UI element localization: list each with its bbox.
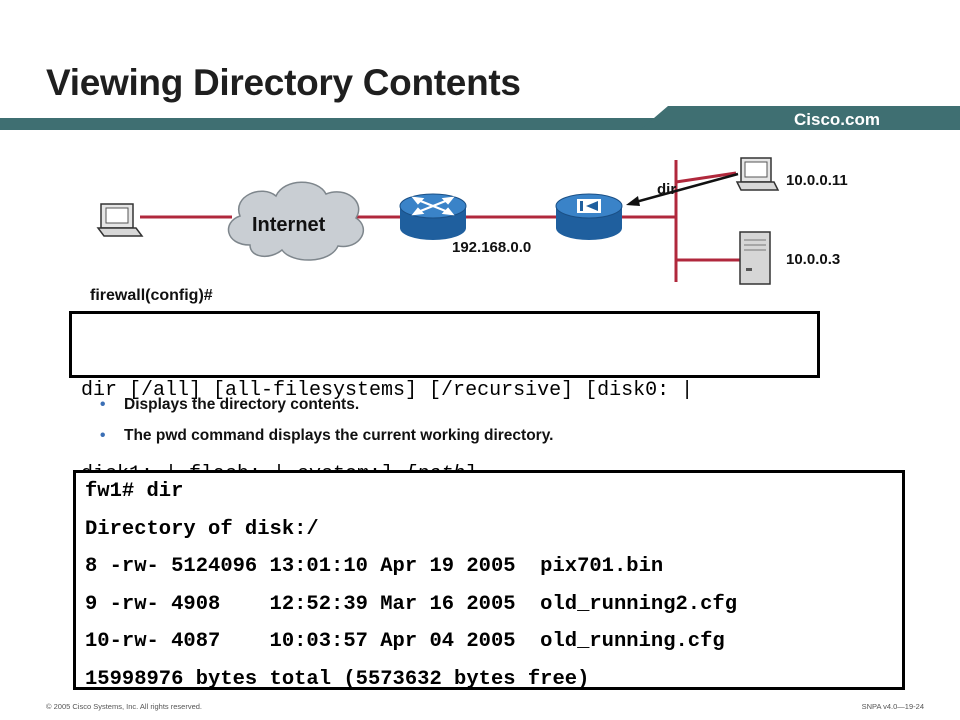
internet-cloud-icon [227, 181, 365, 261]
command-output-box: fw1# dir Directory of disk:/ 8 -rw- 5124… [73, 470, 905, 691]
router-icon [399, 193, 467, 240]
network-address-label: 192.168.0.0 [452, 239, 531, 256]
syntax-line-1: dir [/all] [all-filesystems] [/recursive… [81, 379, 694, 402]
output-line: 15998976 bytes total (5573632 bytes free… [85, 667, 590, 691]
output-line: fw1# dir [85, 480, 184, 503]
firewall-icon [555, 193, 623, 240]
bullet-icon: • [100, 396, 106, 413]
output-line: 9 -rw- 4908 12:52:39 Mar 16 2005 old_run… [85, 592, 738, 616]
title-banner [0, 106, 960, 130]
cloud-label: Internet [252, 214, 326, 236]
host-top-ip: 10.0.0.11 [786, 172, 848, 189]
host-bottom-ip: 10.0.0.3 [786, 251, 840, 268]
output-line: 10-rw- 4087 10:03:57 Apr 04 2005 old_run… [85, 630, 725, 653]
workstation-icon [96, 203, 144, 237]
bullet-icon: • [100, 427, 106, 444]
network-diagram: Internet 192.168.0.0 dir 10.0.0.11 [96, 157, 848, 285]
bullet-item: • Displays the directory contents. [100, 395, 554, 415]
output-line: 8 -rw- 5124096 13:01:10 Apr 19 2005 pix7… [85, 555, 664, 578]
network-links [140, 160, 740, 282]
host-workstation-icon [735, 157, 780, 191]
cisco-brand: Cisco.com [794, 110, 880, 129]
command-syntax-box: dir [/all] [all-filesystems] [/recursive… [69, 311, 820, 486]
bullet-text: Displays the directory contents. [124, 396, 360, 413]
footer-copyright: © 2005 Cisco Systems, Inc. All rights re… [46, 702, 203, 711]
bullet-item: • The pwd command displays the current wo… [100, 426, 554, 446]
output-line: Directory of disk:/ [85, 517, 319, 541]
bullet-list: • Displays the directory contents. • The p… [100, 395, 554, 457]
config-prompt: firewall(config)# [90, 287, 213, 304]
arrowhead-icon [626, 196, 640, 206]
slide-title: Viewing Directory Contents [46, 62, 521, 103]
bullet-text: The pwd command displays the current wor… [124, 427, 554, 444]
server-icon [739, 231, 771, 285]
footer-course-id: SNPA v4.0—19-24 [861, 702, 924, 711]
